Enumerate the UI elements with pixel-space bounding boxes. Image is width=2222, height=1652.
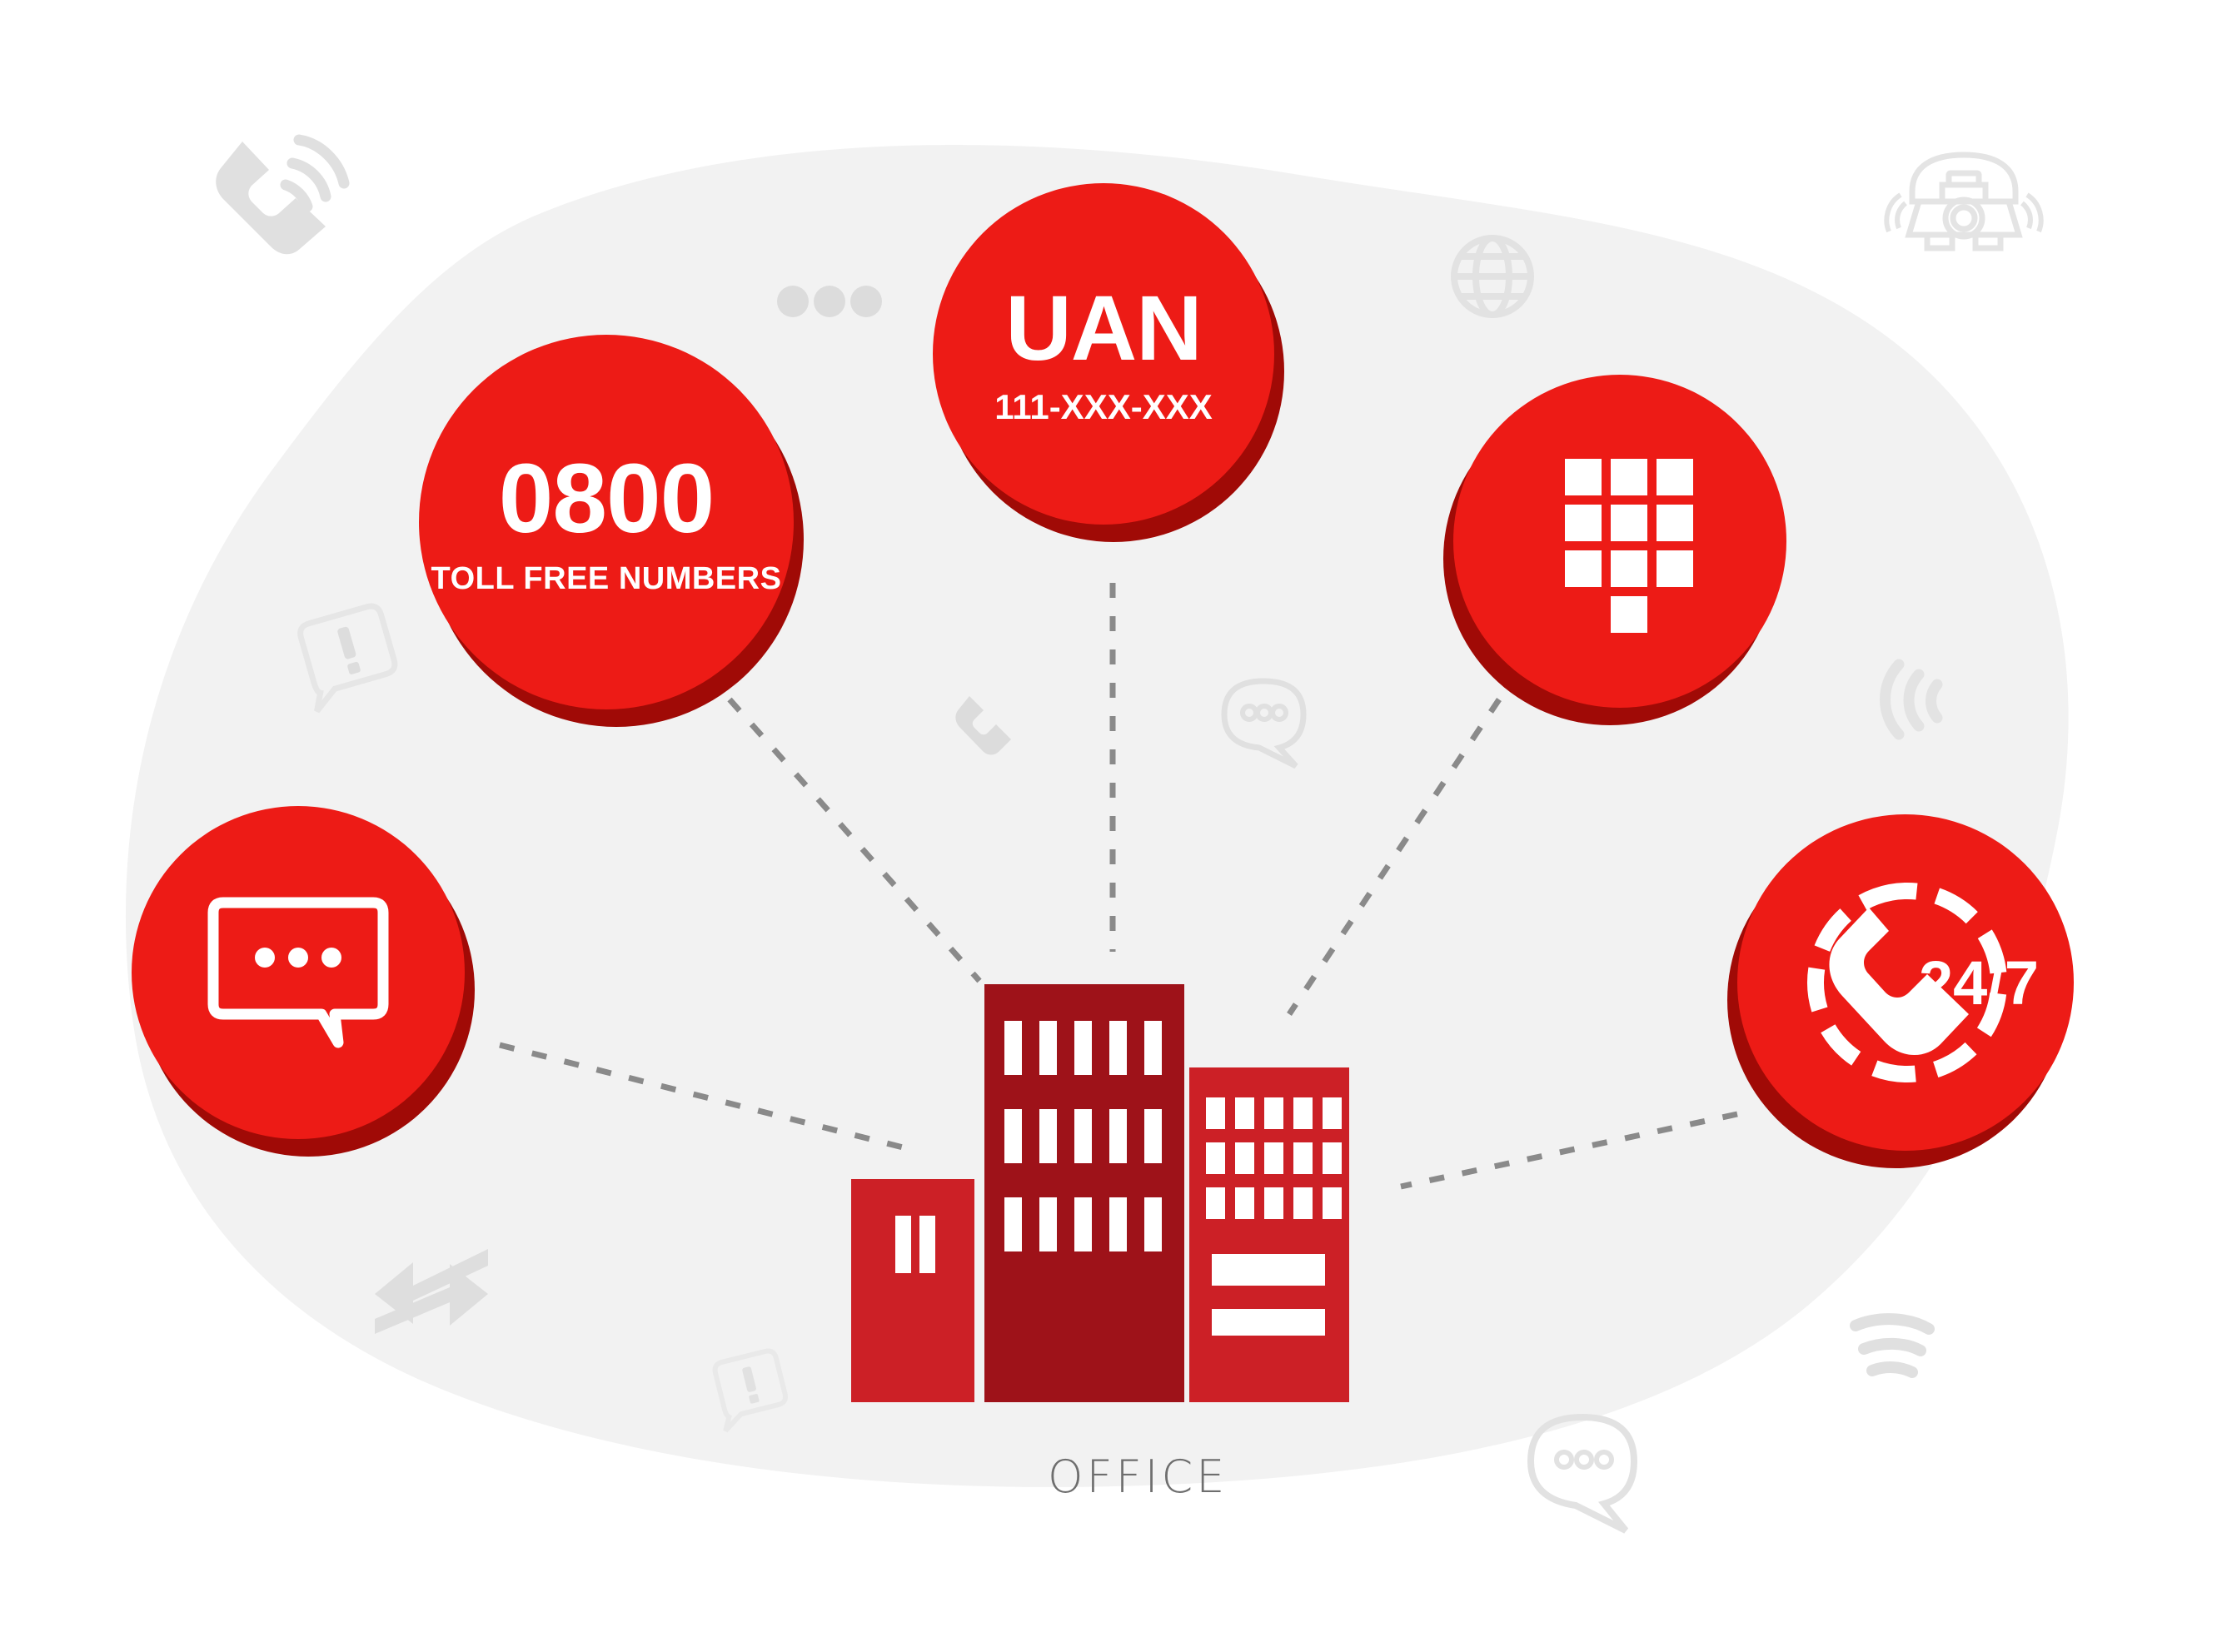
badge-24-7-support[interactable] <box>1727 814 2074 1168</box>
alert-bubble-icon-bottom <box>712 1348 789 1433</box>
connector-chat-to-office <box>499 1042 910 1152</box>
connector-toll-free-to-office <box>727 697 982 983</box>
badge-sms-chat[interactable] <box>132 806 475 1157</box>
chat-dots-outline-icon-bottom <box>1527 1413 1638 1534</box>
office-label: OFFICE <box>1048 1450 1228 1503</box>
wifi-signal-icon <box>1850 1313 1935 1378</box>
badge-toll-free-0800[interactable] <box>419 335 804 727</box>
globe-icon <box>1451 235 1534 318</box>
badge-24-7-text: 24/7 <box>1912 948 2045 1019</box>
dialpad-icon <box>1565 459 1693 633</box>
badge-toll-free-text: 0800 TOLL FREE NUMBERS <box>419 335 794 709</box>
three-dots-icon <box>777 286 882 317</box>
badge-toll-free-big: 0800 <box>498 444 715 554</box>
phone-24-7-icon <box>1807 883 2007 1082</box>
badge-uan[interactable] <box>933 183 1284 542</box>
sound-waves-icon-right <box>1880 659 1943 740</box>
badge-dialpad[interactable] <box>1443 375 1786 725</box>
building-left <box>851 1179 974 1402</box>
transfer-arrows-icon <box>375 1249 488 1334</box>
building-right <box>1189 1067 1349 1402</box>
ringing-handset-icon <box>216 134 350 255</box>
chat-dots-outline-icon-mid <box>1221 678 1307 769</box>
building-center <box>984 984 1184 1402</box>
badge-uan-big: UAN <box>1005 277 1202 380</box>
vintage-telephone-icon <box>1884 152 2044 251</box>
badge-24-7-big: 24/7 <box>1918 948 2040 1018</box>
chat-bubble-dots-icon <box>207 897 389 1048</box>
badge-uan-sub: 111-XXX-XXX <box>994 387 1213 426</box>
connector-247-to-office <box>1400 1111 1738 1190</box>
alert-bubble-icon-left <box>297 603 398 714</box>
connector-lines <box>499 583 1738 1190</box>
small-handset-icon <box>955 696 1011 755</box>
badge-toll-free-sub: TOLL FREE NUMBERS <box>431 561 782 596</box>
badge-uan-text: UAN 111-XXX-XXX <box>933 183 1274 525</box>
